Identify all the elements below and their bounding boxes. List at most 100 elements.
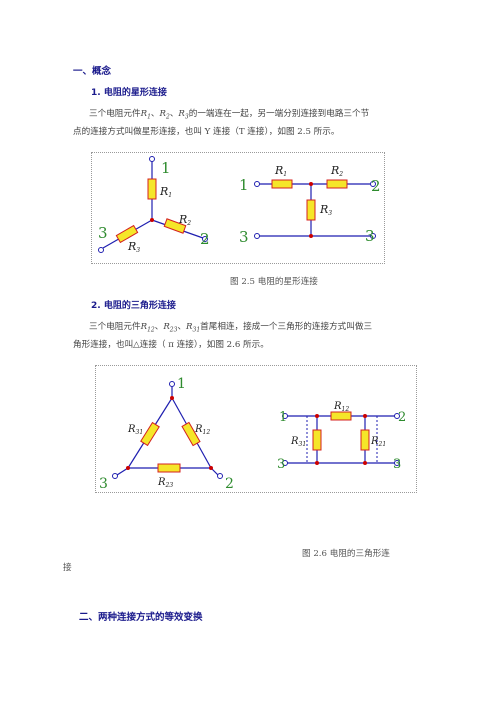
terminal-3-tee-left <box>254 233 260 239</box>
paragraph-delta-line2: 角形连接，也叫△连接（ π 连接），如图 2.6 所示。 <box>73 339 269 350</box>
label-r3-star: R3 <box>127 240 140 254</box>
r-letter: R <box>178 109 185 119</box>
r-sub: 3 <box>184 113 189 121</box>
paragraph-delta: 三个电阻元件R12、R23、R31首尾相连，接成一个三角形的连接方式叫做三 角形… <box>73 320 433 353</box>
r-sub: 2 <box>165 113 170 121</box>
node-label-1-tee: 1 <box>239 176 249 194</box>
r-letter: R <box>194 424 203 435</box>
r-letter: R <box>127 240 136 253</box>
r-letter: R <box>178 213 187 226</box>
pi-node-tr <box>363 414 367 418</box>
label-r31-pi: R31 <box>290 436 306 448</box>
resistor-r31-delta <box>140 421 160 447</box>
figure-2-6-frame <box>95 365 417 493</box>
resistor-r12-delta <box>181 421 201 447</box>
resistor-r3-star <box>115 224 139 244</box>
pi-wires <box>287 415 395 464</box>
node-label-2-pi: 2 <box>398 410 406 425</box>
separator: 、 <box>154 322 164 332</box>
r-letter: R <box>274 164 283 177</box>
r-sub: 12 <box>203 429 211 436</box>
r-sub: 3 <box>136 247 140 254</box>
resistor-r1-tee <box>271 179 293 189</box>
r-letter: R <box>290 436 299 447</box>
section-heading-equivalent-transform: 二、两种连接方式的等效变换 <box>79 612 203 623</box>
node-label-2: 2 <box>200 230 210 248</box>
node-label-1-delta: 1 <box>177 376 186 392</box>
r-sub: 21 <box>378 441 387 448</box>
terminal-1-delta <box>169 381 175 387</box>
label-r2-star: R2 <box>178 213 191 227</box>
label-r31-delta: R31 <box>127 424 143 436</box>
r-sub: 2 <box>338 171 343 178</box>
subsection-heading-star: 1. 电阻的星形连接 <box>91 88 167 98</box>
subsection-heading-delta: 2. 电阻的三角形连接 <box>91 301 176 311</box>
terminal-2-pi <box>394 413 400 419</box>
figure-2-5-frame <box>91 152 385 264</box>
resistor-r21-pi <box>360 429 370 451</box>
r-sub: 23 <box>165 482 174 489</box>
terminal-2-delta <box>217 473 223 479</box>
pi-node-tl <box>315 414 319 418</box>
r31-symbol: R31 <box>186 322 200 334</box>
paragraph-star-line1: 三个电阻元件R1、R2、R3的一端连在一起，另一端分别连接到电路三个节 <box>73 107 433 125</box>
paragraph-star-line2: 点的连接方式叫做星形连接，也叫 Y 连接（T 连接），如图 2.5 所示。 <box>73 126 340 137</box>
node-label-3-pi-left: 3 <box>277 457 285 472</box>
figure-2-5-caption: 图 2.5 电阻的星形连接 <box>230 277 318 287</box>
text: 的一端连在一起，另一端分别连接到电路三个节 <box>188 109 370 119</box>
r-sub: 12 <box>147 326 155 334</box>
terminal-1-star <box>149 156 155 162</box>
paragraph-delta-line1: 三个电阻元件R12、R23、R31首尾相连，接成一个三角形的连接方式叫做三 <box>73 320 433 338</box>
delta-node-2 <box>209 466 213 470</box>
resistor-r23-delta <box>157 463 181 473</box>
terminal-3-pi-left <box>282 460 288 466</box>
r-letter: R <box>370 436 379 447</box>
r-sub: 31 <box>136 429 144 436</box>
paragraph-star: 三个电阻元件R1、R2、R3的一端连在一起，另一端分别连接到电路三个节 点的连接… <box>73 107 433 140</box>
delta-node-1 <box>170 396 174 400</box>
r-sub: 1 <box>147 113 151 121</box>
r-letter: R <box>140 109 148 119</box>
label-r23-delta: R23 <box>157 477 173 489</box>
r-sub: 23 <box>169 326 178 334</box>
label-r1-star: R1 <box>159 185 172 199</box>
r1-symbol: R1 <box>140 109 151 121</box>
separator: 、 <box>150 109 160 119</box>
r-letter: R <box>333 401 342 412</box>
text: 三个电阻元件 <box>89 109 141 119</box>
text: 首尾相连，接成一个三角形的连接方式叫做三 <box>200 322 373 332</box>
resistor-r2-star <box>163 218 187 234</box>
r12-symbol: R12 <box>141 322 155 334</box>
r-sub: 31 <box>299 441 307 448</box>
separator: 、 <box>177 322 187 332</box>
resistor-r12-pi <box>330 411 352 421</box>
figure-2-6-caption-line2: 接 <box>63 563 72 573</box>
label-r3-tee: R3 <box>319 203 332 217</box>
node-label-3-pi-right: 3 <box>393 457 401 472</box>
node-label-1: 1 <box>161 159 171 177</box>
r23-symbol: R23 <box>163 322 178 334</box>
section-heading-concept: 一、概念 <box>73 66 112 77</box>
r-sub: 12 <box>342 406 350 413</box>
resistor-r2-tee <box>326 179 348 189</box>
r-letter: R <box>330 164 339 177</box>
resistor-r1-star <box>147 178 157 200</box>
r-sub: 2 <box>186 220 191 227</box>
r-letter: R <box>127 424 136 435</box>
label-r21-pi: R21 <box>370 436 386 448</box>
tee-bottom-node <box>309 234 313 238</box>
resistor-r3-tee <box>306 199 316 221</box>
r-letter: R <box>159 185 168 198</box>
terminal-3-pi-right <box>394 460 400 466</box>
pi-node-br <box>363 461 367 465</box>
tee-top-node <box>309 182 313 186</box>
label-r2-tee: R2 <box>330 164 343 178</box>
label-r12-delta: R12 <box>194 424 210 436</box>
r-letter: R <box>186 322 193 332</box>
figure-2-5: 1 2 3 R1 R2 R3 1 2 3 3 R1 R2 R3 <box>98 156 381 254</box>
r3-symbol: R3 <box>178 109 189 121</box>
label-r12-pi: R12 <box>333 401 349 413</box>
star-center-node <box>150 218 154 222</box>
terminal-3-star <box>98 247 104 253</box>
separator: 、 <box>169 109 179 119</box>
